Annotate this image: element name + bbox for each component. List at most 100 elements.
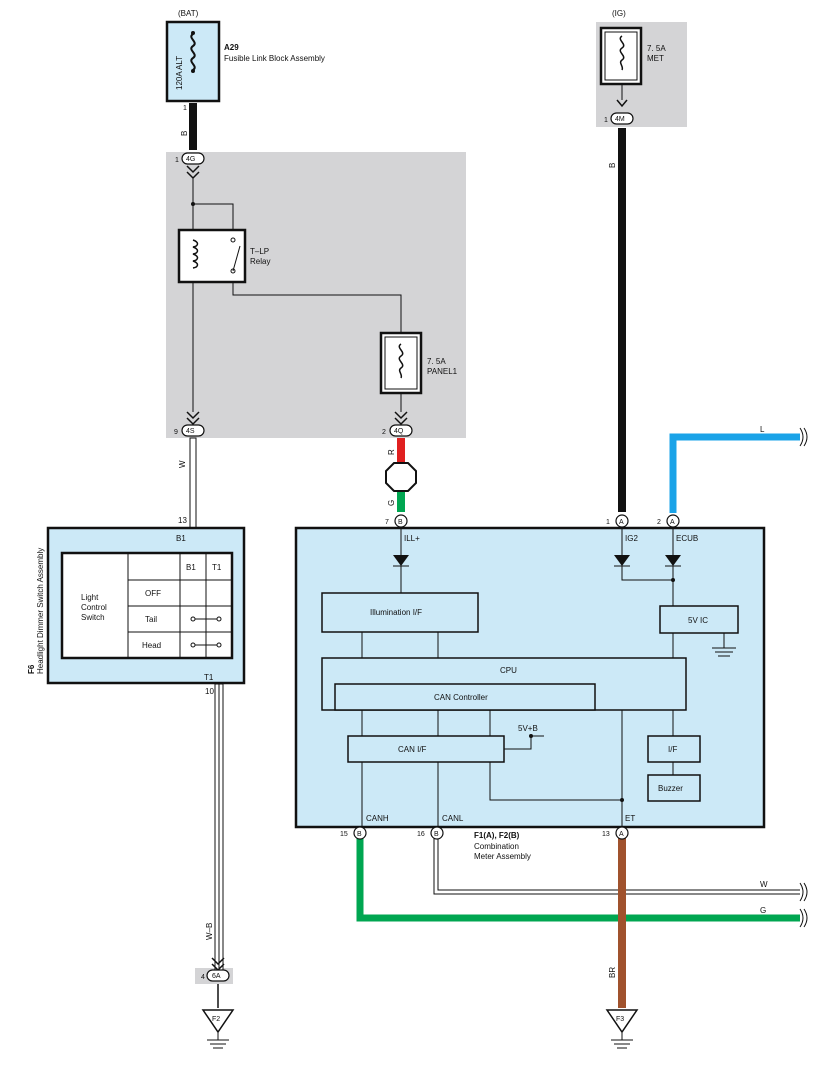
conn-4g [181, 152, 205, 165]
ground-f3 [605, 1009, 639, 1049]
conn-et-pin: 13 [602, 831, 610, 838]
meter-ground-5v [712, 647, 736, 657]
block-can-controller-label: CAN Controller [434, 693, 488, 702]
fuse-panel-rating: 7. 5A [427, 357, 446, 366]
fuse-alt-id: A29 [224, 43, 239, 52]
meter-pin-canh: CANH [366, 814, 389, 823]
block-can-controller [334, 683, 596, 711]
block-if-label: I/F [668, 745, 677, 754]
ground-f2 [201, 1009, 235, 1049]
conn-ecub-pin: 2 [657, 519, 661, 526]
wire-label-wb: W–B [205, 923, 214, 940]
switch-terminal-t1: T1 [204, 673, 214, 682]
diode-ig2 [614, 555, 630, 566]
block-5v-ic [659, 605, 739, 634]
wire-label-w-canl: W [760, 880, 768, 889]
switch-label-3: Switch [81, 613, 105, 622]
fuse-met-rating: 7. 5A [647, 44, 666, 53]
conn-4q-code: 4Q [394, 428, 404, 435]
conn-canl-code: B [434, 831, 439, 838]
conn-canl [430, 826, 444, 840]
conn-4q-arrow [394, 411, 408, 426]
conn-6a-code: 6A [212, 973, 221, 980]
conn-ecub [666, 514, 680, 528]
switch-label-1: Light [81, 593, 99, 602]
jb-wire-relay-in [193, 203, 234, 232]
fuse-alt-name: Fusible Link Block Assembly [224, 54, 325, 63]
power-label-ig: (IG) [612, 9, 626, 18]
switch-assembly [46, 526, 246, 685]
block-illumination-if [321, 592, 479, 633]
wire-label-w-switch: W [178, 460, 187, 468]
switch-col-b1: B1 [186, 563, 196, 572]
wire-l-ecub [669, 433, 800, 513]
conn-ig2-code: A [619, 519, 624, 526]
block-can-if [347, 735, 505, 763]
conn-canh-pin: 15 [340, 831, 348, 838]
block-illumination-label: Illumination I/F [370, 608, 422, 617]
fuse-met-name: MET [647, 54, 664, 63]
relay-name: T–LP [250, 247, 269, 256]
meter-pin-canl: CANL [442, 814, 464, 823]
fuse-panel [379, 331, 423, 412]
conn-ill-code: B [398, 519, 403, 526]
relay-tlp [177, 228, 247, 284]
switch-pin-b1: 13 [178, 516, 187, 525]
switch-assembly-id: F6 [27, 664, 36, 674]
meter-name-1: Combination [474, 842, 519, 851]
switch-terminal-b1: B1 [176, 534, 186, 543]
fuse-alt-rating: 120A ALT [175, 56, 184, 90]
switch-col-t1: T1 [212, 563, 222, 572]
relay-name2: Relay [250, 257, 270, 266]
conn-4s-arrow [186, 411, 200, 426]
switch-pin-t1: 10 [205, 687, 214, 696]
conn-4m [610, 112, 634, 125]
conn-4m-pin: 1 [604, 117, 608, 124]
conn-et [615, 826, 629, 840]
wire-label-b-left: B [180, 131, 189, 136]
conn-canh [353, 826, 367, 840]
block-buzzer-label: Buzzer [658, 784, 683, 793]
block-5vb-label: 5V+B [518, 724, 538, 733]
conn-ig2-pin: 1 [606, 519, 610, 526]
block-if [647, 735, 701, 763]
wire-label-b-right: B [608, 163, 617, 168]
wire-break-w [799, 882, 808, 902]
conn-4q-pin: 2 [382, 429, 386, 436]
meter-pin-ecub: ECUB [676, 534, 698, 543]
fuse-met [599, 26, 643, 108]
conn-4m-code: 4M [615, 116, 625, 123]
meter-pin-ig2: IG2 [625, 534, 638, 543]
wire-break-g [799, 908, 808, 928]
splice-octagon [385, 462, 417, 492]
conn-4q [389, 424, 413, 437]
wire-label-r: R [387, 449, 396, 455]
conn-canh-code: B [357, 831, 362, 838]
meter-wire-ig2 [621, 528, 673, 581]
wire-label-l: L [760, 425, 765, 434]
block-cpu-label: CPU [500, 666, 517, 675]
fusible-link-alt: 120A ALT [165, 20, 221, 103]
wire-w-canl-inner [434, 838, 800, 894]
conn-6a [206, 969, 230, 982]
meter-name-2: Meter Assembly [474, 852, 531, 861]
conn-4g-code: 4G [186, 156, 195, 163]
ground-f2-label: F2 [212, 1016, 220, 1023]
switch-label-2: Control [81, 603, 107, 612]
conn-4s-pin: 9 [174, 429, 178, 436]
block-buzzer [647, 774, 701, 802]
conn-4s [181, 424, 205, 437]
wire-label-br: BR [608, 967, 617, 978]
conn-ecub-code: A [670, 519, 675, 526]
switch-row-tail: Tail [145, 615, 157, 624]
conn-ig2 [615, 514, 629, 528]
switch-row-off: OFF [145, 589, 161, 598]
diode-ill [393, 555, 409, 566]
fuse-panel-name: PANEL1 [427, 367, 458, 376]
switch-assembly-name: Headlight Dimmer Switch Assembly [36, 548, 45, 674]
ground-f3-label: F3 [616, 1016, 624, 1023]
jb-wire-relay-out [232, 280, 402, 334]
meter-pin-ill: ILL+ [404, 534, 420, 543]
fuse-alt-pin: 1 [183, 105, 187, 112]
